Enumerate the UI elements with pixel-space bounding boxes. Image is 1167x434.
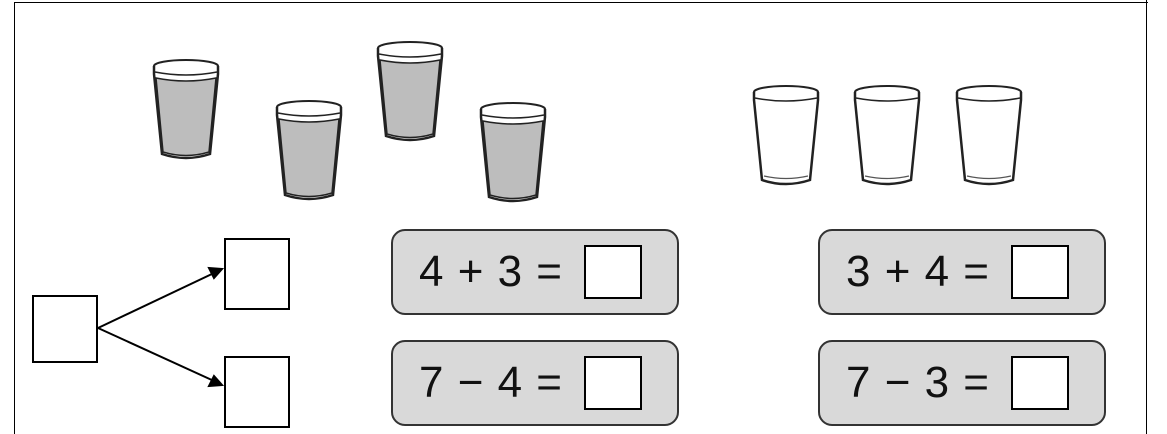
answer-box[interactable] [1011,356,1070,410]
equation-panel: 4 + 3 = [391,229,679,315]
equation-text: 4 + 3 = [419,247,577,296]
equation-panel: 7 − 3 = [818,340,1106,426]
number-bond-part-top-box[interactable] [224,238,290,310]
answer-box[interactable] [584,245,643,299]
glass-empty-2 [853,84,921,186]
glass-filled-3 [376,40,444,142]
number-bond-part-bottom-box[interactable] [224,356,290,428]
glass-filled-4 [479,101,547,203]
number-bond-whole-box[interactable] [32,295,98,363]
equation-panel: 3 + 4 = [818,229,1106,315]
page-border-right [1146,0,1147,434]
glass-empty-3 [955,84,1023,186]
equation-text: 7 − 4 = [419,358,577,407]
page-border-left [14,2,15,434]
answer-box[interactable] [1011,245,1070,299]
glass-filled-1 [152,58,220,160]
answer-box[interactable] [584,356,643,410]
glass-empty-1 [752,84,820,186]
equation-panel: 7 − 4 = [391,340,679,426]
glass-filled-2 [275,99,343,201]
page-border-top [14,2,1148,3]
equation-text: 7 − 3 = [846,358,1004,407]
equation-text: 3 + 4 = [846,247,1004,296]
number-bond-arrows [97,266,225,388]
